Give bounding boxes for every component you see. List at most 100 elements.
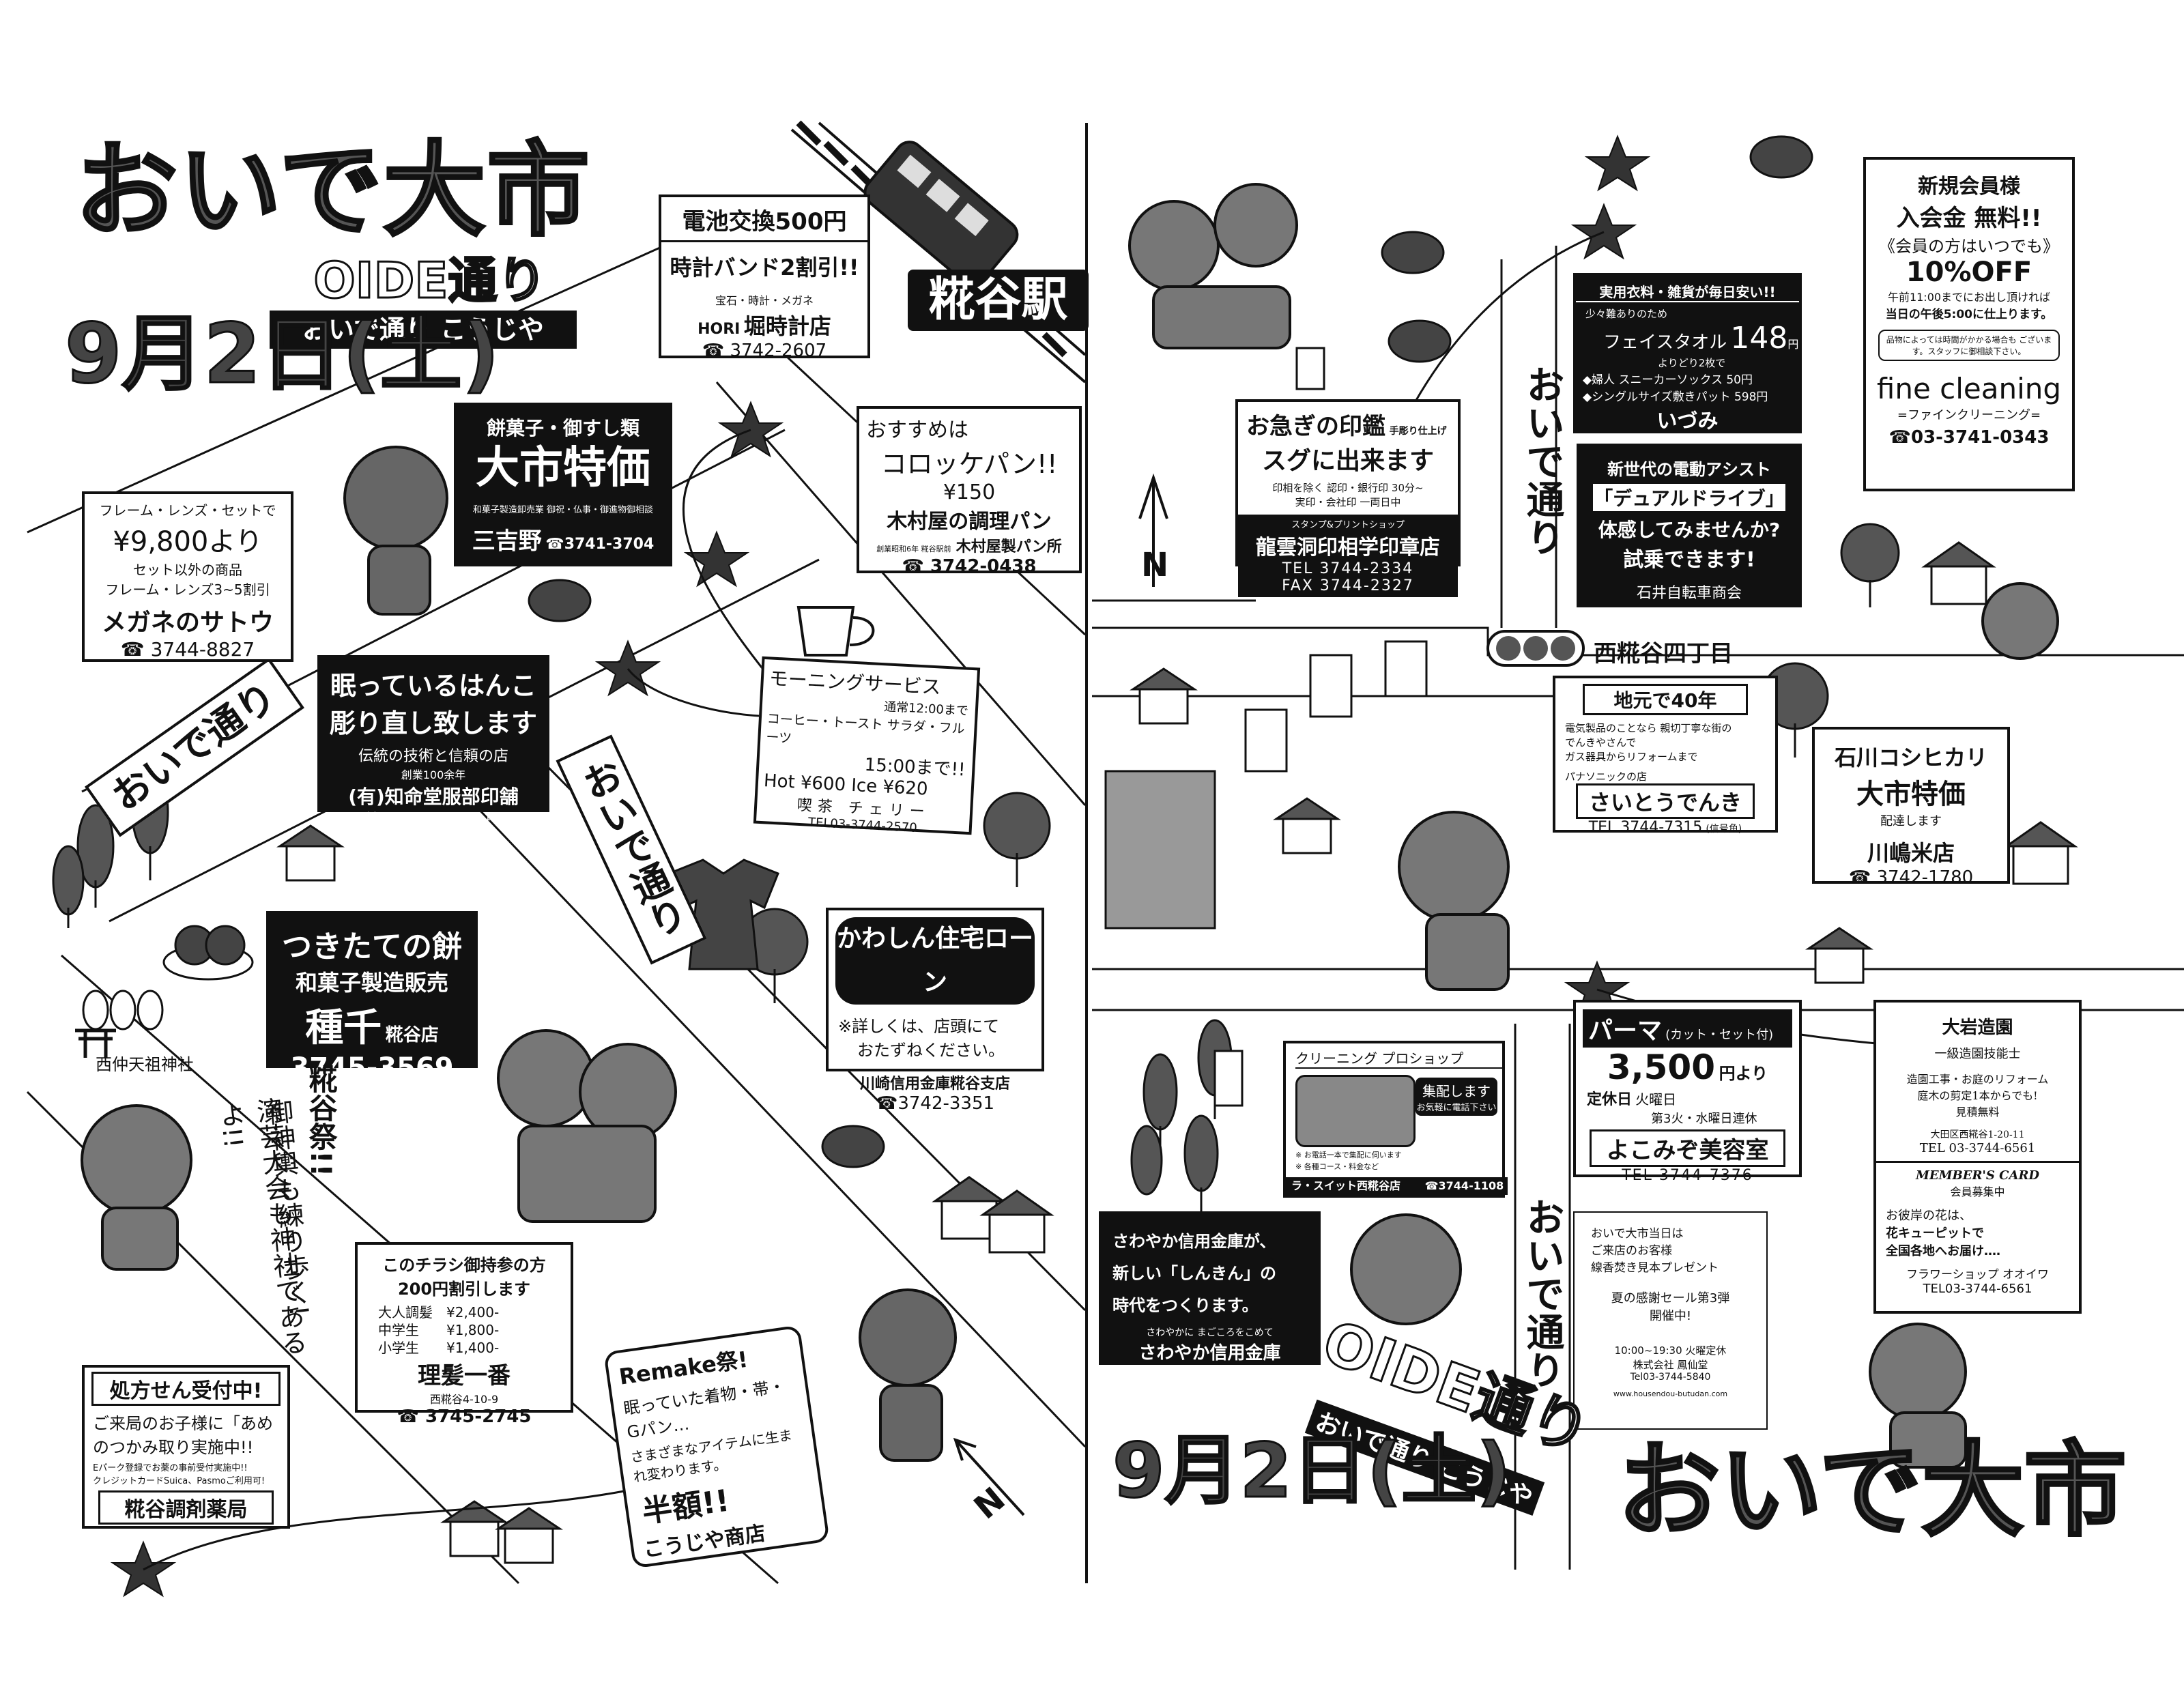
fine-tel: ☎03-3741-0343 [1888, 427, 2050, 448]
sankichino-name: 三吉野 [472, 528, 542, 555]
oiwa-tel2: TEL03-3744-6561 [1923, 1282, 2032, 1296]
sankichino-l2: 大市特価 [476, 443, 650, 493]
fine-l5: 午前11:00までにお出し頂ければ [1887, 291, 2051, 304]
satou-name: メガネのサトウ [101, 609, 274, 637]
yokomizo-name: よこみぞ美容室 [1590, 1129, 1785, 1167]
sankichino-tel: ☎3741-3704 [545, 536, 655, 553]
fine-kana: =ファインクリーニング= [1897, 408, 2041, 422]
running-boy-icon [859, 1288, 957, 1462]
izumi-l4: よりどり2枚で [1658, 357, 1726, 369]
ad-izumi: 実用衣料・雑貨が毎日安い!! 少々難ありのため フェイスタオル 148円 よりど… [1573, 273, 1802, 450]
pharmacy-l2: ご来局のお子様に「あめ [93, 1414, 273, 1433]
street-label-3: おいで通り [1520, 365, 1564, 556]
train-icon [863, 141, 1019, 287]
ichiban-r2b: ¥1,800- [446, 1322, 500, 1338]
fine-l1: 新規会員様 [1918, 175, 2020, 199]
ad-tanesen: つきたての餅 和菓子製造販売 種千 糀谷店 3745-3569 [266, 911, 478, 1084]
ishii-name: 石井自転車商会 [1636, 585, 1742, 602]
main-title: おいで大市 [74, 132, 591, 250]
shrine-trees-icon [82, 990, 164, 1030]
hattori-l3: 伝統の技術と信頼の店 [358, 748, 508, 765]
cleaningpro-name: ラ・スイット西糀谷店 [1291, 1179, 1401, 1192]
yokomizo-l2: 定休日 [1587, 1091, 1633, 1108]
hattori-l2: 彫り直し致します [329, 708, 537, 738]
ad-oiwa: 大岩造園 一級造園技能士 造園工事・お庭のリフォーム 庭木の剪定1本からでも! … [1873, 1000, 2082, 1314]
street-label-4: おいで通り [1520, 1198, 1564, 1389]
oiwa-shop: フラワーショップ オオイワ [1906, 1268, 2050, 1282]
hattori-tel: 電話3742-1751 FAX3742-1899 [356, 811, 511, 823]
kawashima-l3: 配達します [1880, 814, 1942, 828]
ryuundo-l2: スグに出来ます [1261, 447, 1434, 475]
hori-tel: ☎ 3742-2607 [702, 341, 827, 361]
sawayaka-name: さわやか信用金庫 [1138, 1343, 1281, 1364]
ichiban-l1: このチラシ御持参の方 [382, 1256, 546, 1275]
tanesen-name: 種千 [305, 1006, 382, 1050]
kawashin-name: 川崎信用金庫糀谷支店 [859, 1076, 1010, 1093]
ichiban-r3a: 小学生 [378, 1340, 419, 1356]
oiwa-card2: 会員募集中 [1950, 1185, 2005, 1198]
hosendo-l7: 株式会社 鳳仙堂 [1633, 1359, 1708, 1371]
kawashin-l2: ※詳しくは、店頭にて [838, 1017, 1000, 1036]
oiwa-l3: 造園工事・お庭のリフォーム [1906, 1073, 2049, 1086]
pharmacy-l4: Eパーク登録でお薬の事前受付実施中!! [93, 1463, 248, 1473]
ad-ryuundo: お急ぎの印鑑 手彫り仕上げ スグに出来ます 印相を除く 認印・銀行印 30分~ … [1235, 399, 1461, 597]
title-date-right: 9月2日(土) [1112, 1427, 1512, 1514]
oiwa-l7: 花キューピットで [1886, 1226, 1984, 1241]
cleaning-van-icon [1295, 1075, 1416, 1147]
ad-fine: 新規会員様 入会金 無料!! 《会員の方はいつでも》 10%OFF 午前11:0… [1863, 157, 2075, 491]
oiwa-addr: 大田区西糀谷1-20-11 [1930, 1129, 2025, 1140]
ad-sankichino: 餅菓子・御すし類 大市特価 和菓子製造卸売業 御祝・仏事・御進物御相談 三吉野 … [454, 403, 672, 566]
yokomizo-l1b: (カット・セット付) [1665, 1028, 1774, 1042]
bottom-trees [1130, 1125, 1163, 1196]
tanesen-l1: つきたての餅 [282, 929, 462, 964]
ichiban-r1a: 大人調髪 [378, 1304, 433, 1321]
sawayaka-l2: 新しい「しんきん」の [1112, 1264, 1276, 1283]
oiwa-card: MEMBER'S CARD [1915, 1168, 2040, 1183]
ishii-l4: 試乗できます! [1623, 548, 1755, 572]
ad-pharmacy: 処方せん受付中! ご来局のお子様に「あめ のつかみ取り実施中!! Eパーク登録で… [82, 1365, 290, 1529]
kawashin-l1: かわしん住宅ローン [835, 917, 1035, 1005]
ad-cleaningpro: クリーニング プロショップ 集配します お気軽に電話下さい ※ お電話一本で集配… [1283, 1041, 1508, 1198]
oiwa-l4: 庭木の剪定1本からでも! [1917, 1089, 2038, 1102]
ad-kawashin: かわしん住宅ローン ※詳しくは、店頭にて おたずねください。 川崎信用金庫糀谷支… [826, 908, 1044, 1114]
park-area [1104, 770, 1216, 929]
ichiban-tel: ☎ 3745-2745 [397, 1407, 532, 1427]
oiwa-l1: 大岩造園 [1942, 1018, 2013, 1038]
hosendo-l5: 開催中! [1649, 1309, 1692, 1323]
boy-mascot-icon [343, 446, 448, 616]
saito-tel-note: (信号角) [1706, 824, 1742, 835]
kawashima-l2: 大市特価 [1856, 779, 1966, 810]
satou-l3: セット以外の商品 [133, 562, 242, 578]
izumi-l2: 少々難ありのため [1585, 308, 1668, 320]
ryuundo-fax: FAX 3744-2327 [1282, 577, 1414, 594]
ad-kimuraya: おすすめは コロッケパン!! ¥150 木村屋の調理パン 創業昭和6年 糀谷駅前… [857, 406, 1082, 577]
ad-saito: 地元で40年 電気製品のことなら 親切丁寧な街の でんきやさんで ガス器具からリ… [1553, 676, 1778, 836]
oiwa-l2: 一級造園技能士 [1934, 1047, 2021, 1061]
fine-l7: 品物によっては時間がかかる場合も ございます。スタッフに御相談下さい。 [1878, 330, 2060, 361]
pharmacy-name: 糀谷調剤薬局 [98, 1490, 274, 1525]
ryuundo-l1: お急ぎの印鑑 [1246, 413, 1385, 440]
ichiban-name: 理髪一番 [418, 1362, 511, 1389]
mascot-pair-top-right-icon [1128, 183, 1298, 349]
yokomizo-l4: 第3火・水曜日連休 [1651, 1112, 1757, 1126]
ichiban-l2: 200円割引します [397, 1280, 531, 1299]
tanesen-branch: 糀谷店 [385, 1025, 439, 1046]
ad-yokomizo: パーマ (カット・セット付) 3,500 円より 定休日 火曜日 第3火・水曜日… [1573, 1000, 1802, 1184]
satou-l4: フレーム・レンズ3~5割引 [105, 581, 270, 598]
coffee-cup-icon [796, 606, 875, 657]
fine-l3: 《会員の方はいつでも》 [1879, 237, 2059, 256]
izumi-l5: ◆婦人 スニーカーソックス 50円 [1583, 373, 1753, 387]
mochi-icon [162, 925, 254, 981]
cat-and-girl-mascot-icon [497, 1029, 677, 1223]
saito-l4: ガス器具からリフォームまで [1565, 751, 1698, 763]
title-date: 9月2日(土) [64, 307, 501, 402]
kimuraya-l3: ¥150 [943, 480, 996, 504]
saito-l1: 地元で40年 [1583, 684, 1748, 715]
cleaningpro-l2: 集配します [1422, 1083, 1491, 1099]
festival-l1: 糀谷祭!! [304, 1065, 338, 1177]
kawashima-name: 川嶋米店 [1867, 840, 1955, 866]
ryuundo-l1b: 手彫り仕上げ [1389, 426, 1447, 437]
fine-l4: 10%OFF [1906, 257, 2032, 288]
hattori-l1: 眠っているはんこ [330, 671, 537, 701]
